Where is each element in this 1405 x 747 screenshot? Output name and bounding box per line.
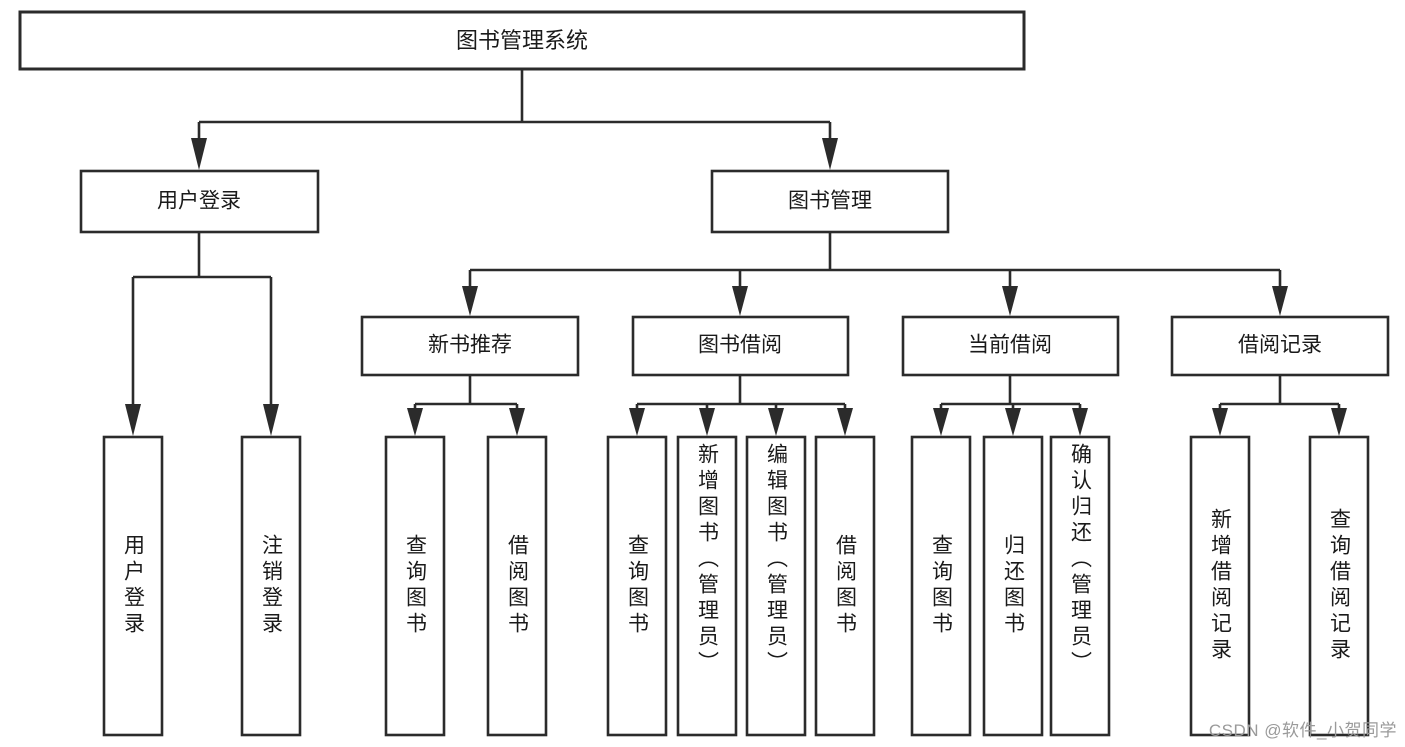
connector-layer <box>125 69 1347 436</box>
arrowhead-leaf-add-record <box>1212 408 1228 436</box>
node-new-book-rec-box[interactable] <box>360 315 580 377</box>
leaf-box-layer <box>102 435 1370 737</box>
leaf-borrow-book-bb-box[interactable] <box>814 435 876 737</box>
arrowhead-leaf-edit-book <box>768 408 784 436</box>
leaf-query-book-cb-box[interactable] <box>910 435 972 737</box>
leaf-edit-book-box[interactable] <box>745 435 807 737</box>
node-root[interactable]: 图书管理系统 <box>18 10 1026 71</box>
arrowhead-borrow-record <box>1272 286 1288 316</box>
node-borrow-record-label: 借阅记录 <box>1238 334 1322 357</box>
arrowhead-book-borrow <box>732 286 748 316</box>
node-root-label: 图书管理系统 <box>456 28 588 53</box>
node-current-borrow[interactable]: 当前借阅 <box>901 315 1120 377</box>
node-user-login[interactable]: 用户登录 <box>79 169 320 234</box>
arrowhead-leaf-borrow-book-bb <box>837 408 853 436</box>
arrowhead-current-borrow <box>1002 286 1018 316</box>
csdn-watermark: CSDN @软件_小贺同学 <box>1208 721 1397 740</box>
node-new-book-rec-label: 新书推荐 <box>428 334 512 357</box>
node-new-book-rec[interactable]: 新书推荐 <box>360 315 580 377</box>
leaf-return-book-box[interactable] <box>982 435 1044 737</box>
arrowhead-leaf-add-book <box>699 408 715 436</box>
node-book-manage[interactable]: 图书管理 <box>710 169 950 234</box>
leaf-user-login-box[interactable] <box>102 435 164 737</box>
node-book-borrow-label: 图书借阅 <box>698 334 782 357</box>
node-borrow-record[interactable]: 借阅记录 <box>1170 315 1390 377</box>
node-current-borrow-label: 当前借阅 <box>968 334 1052 357</box>
arrowhead-new-book-rec <box>462 286 478 316</box>
arrowhead-leaf-query-book-bb <box>629 408 645 436</box>
leaf-add-record-box[interactable] <box>1189 435 1251 737</box>
node-root-box[interactable] <box>18 10 1026 71</box>
node-book-manage-label: 图书管理 <box>788 190 872 213</box>
arrowhead-leaf-query-book-cb <box>933 408 949 436</box>
node-book-manage-box[interactable] <box>710 169 950 234</box>
leaf-logout-box[interactable] <box>240 435 302 737</box>
leaf-query-record-box[interactable] <box>1308 435 1370 737</box>
arrowhead-leaf-user-login <box>125 404 141 436</box>
node-borrow-record-box[interactable] <box>1170 315 1390 377</box>
arrowhead-user-login <box>191 138 207 170</box>
node-current-borrow-box[interactable] <box>901 315 1120 377</box>
arrowhead-leaf-return-book <box>1005 408 1021 436</box>
leaf-query-book-rec-box[interactable] <box>384 435 446 737</box>
leaf-borrow-book-rec-box[interactable] <box>486 435 548 737</box>
leaf-query-book-bb-box[interactable] <box>606 435 668 737</box>
arrowhead-leaf-query-book-rec <box>407 408 423 436</box>
leaf-add-book-box[interactable] <box>676 435 738 737</box>
arrowhead-book-manage <box>822 138 838 170</box>
node-user-login-box[interactable] <box>79 169 320 234</box>
arrowhead-leaf-query-record <box>1331 408 1347 436</box>
arrowhead-leaf-confirm-return <box>1072 408 1088 436</box>
arrowhead-leaf-borrow-book-rec <box>509 408 525 436</box>
arrowhead-leaf-logout <box>263 404 279 436</box>
node-user-login-label: 用户登录 <box>157 190 241 213</box>
node-book-borrow[interactable]: 图书借阅 <box>631 315 850 377</box>
leaf-confirm-return-box[interactable] <box>1049 435 1111 737</box>
node-book-borrow-box[interactable] <box>631 315 850 377</box>
